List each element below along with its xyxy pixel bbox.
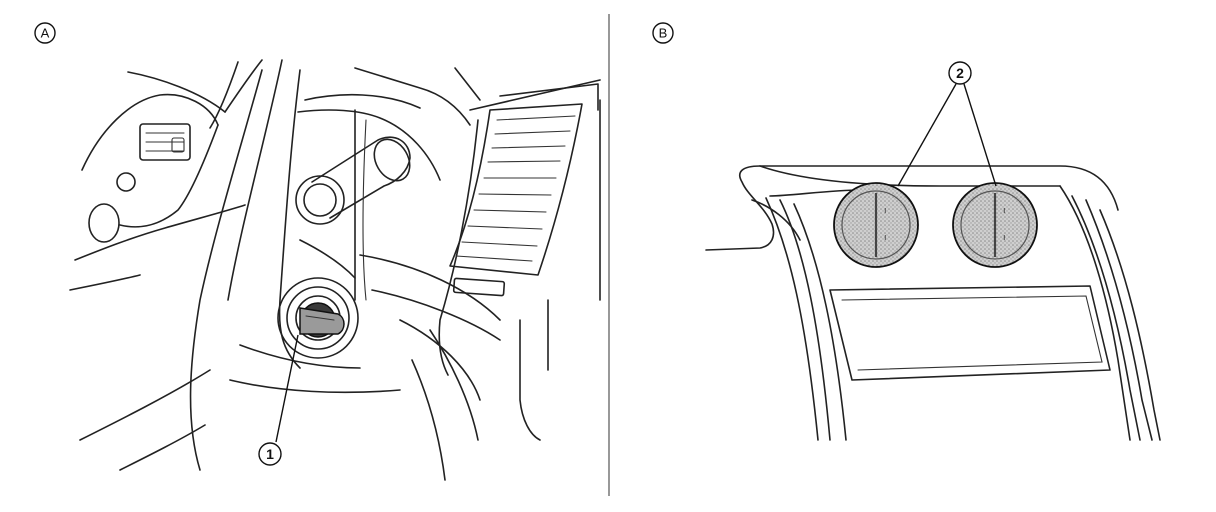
panel-a-badge: A <box>34 22 56 44</box>
svg-text:ı: ı <box>884 232 887 242</box>
panel-a-label: A <box>41 26 50 41</box>
callout-1-label: 1 <box>266 446 274 462</box>
panel-b-badge: B <box>652 22 674 44</box>
callout-2-label: 2 <box>956 65 964 81</box>
callout-2: 2 <box>897 61 997 187</box>
ignition-switch <box>229 277 401 394</box>
center-console <box>705 165 1161 441</box>
panel-b: B ı ı ı <box>652 22 1161 441</box>
svg-text:ı: ı <box>1003 205 1006 215</box>
callout-1: 1 <box>258 334 299 466</box>
svg-text:ı: ı <box>884 205 887 215</box>
air-vent <box>449 103 583 297</box>
steering-column <box>278 69 441 369</box>
seat-heater-dial-left: ı ı <box>833 182 919 268</box>
panel-a: A <box>34 22 601 481</box>
seat-heater-dial-right: ı ı <box>952 182 1038 268</box>
panel-b-label: B <box>659 26 668 41</box>
dashboard <box>354 67 601 481</box>
svg-text:ı: ı <box>1003 232 1006 242</box>
steering-wheel <box>69 59 283 471</box>
